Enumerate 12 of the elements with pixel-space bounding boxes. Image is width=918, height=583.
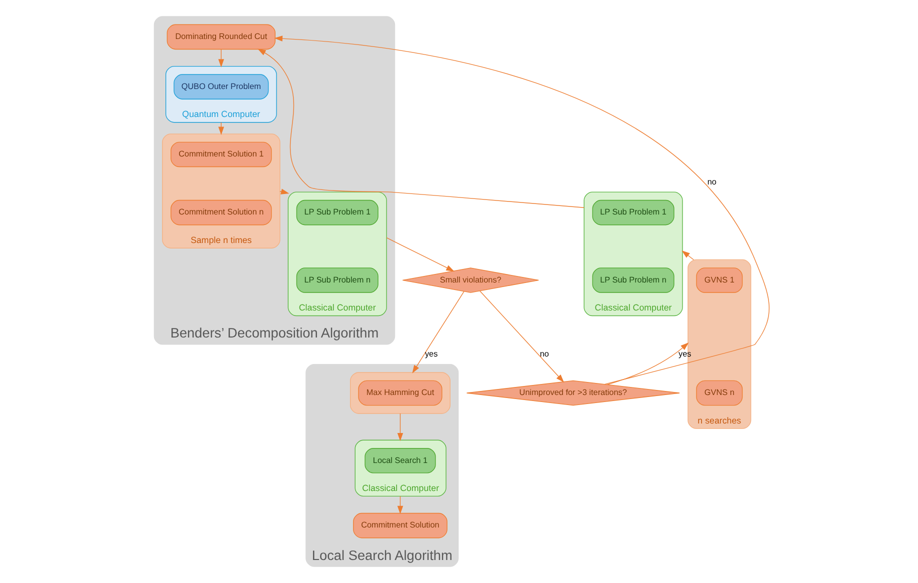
arrow [682, 250, 694, 260]
arrow [218, 49, 224, 68]
arrow [480, 290, 564, 382]
arrow [274, 36, 770, 385]
arrow [397, 413, 404, 442]
arrow [280, 188, 290, 194]
cluster [350, 372, 450, 414]
arrow [397, 496, 404, 514]
arrow [386, 237, 454, 272]
arrow [258, 48, 584, 208]
arrow [607, 342, 689, 385]
arrow [412, 291, 464, 374]
